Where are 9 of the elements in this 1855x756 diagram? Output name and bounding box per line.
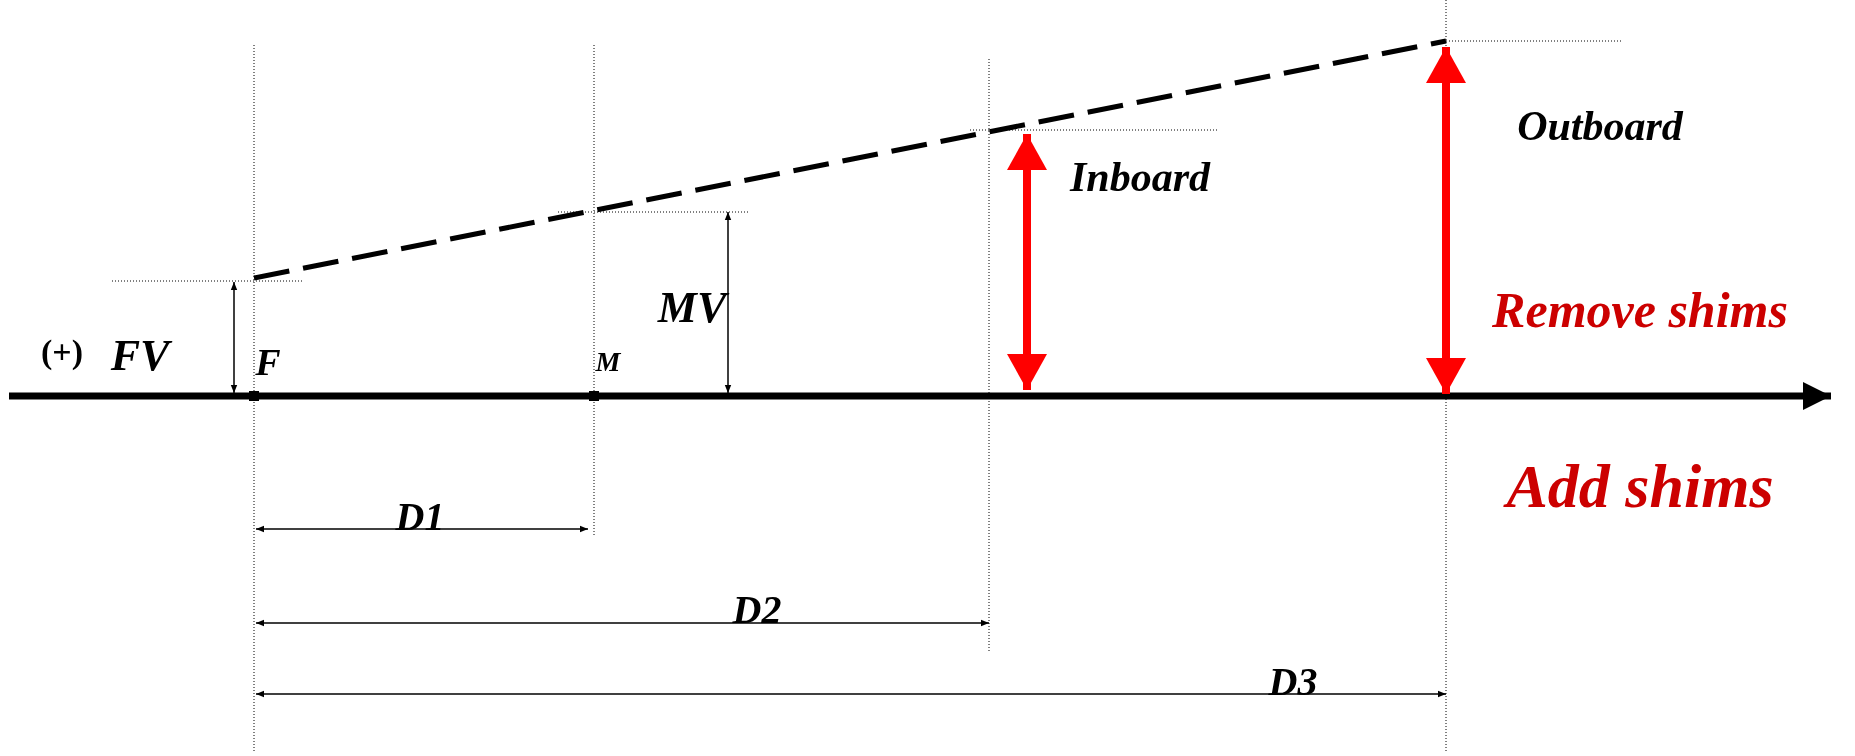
position-label: Inboard	[1069, 156, 1211, 198]
point-label: M	[595, 348, 621, 376]
dimension-label: D2	[732, 590, 782, 630]
position-label: Outboard	[1517, 105, 1683, 147]
dimension-label: D1	[395, 497, 445, 537]
dimension-label: D3	[1268, 662, 1318, 702]
point-label: F	[255, 343, 281, 381]
sign-label: (+)	[41, 335, 83, 369]
direction-label: Remove shims	[1492, 285, 1788, 335]
